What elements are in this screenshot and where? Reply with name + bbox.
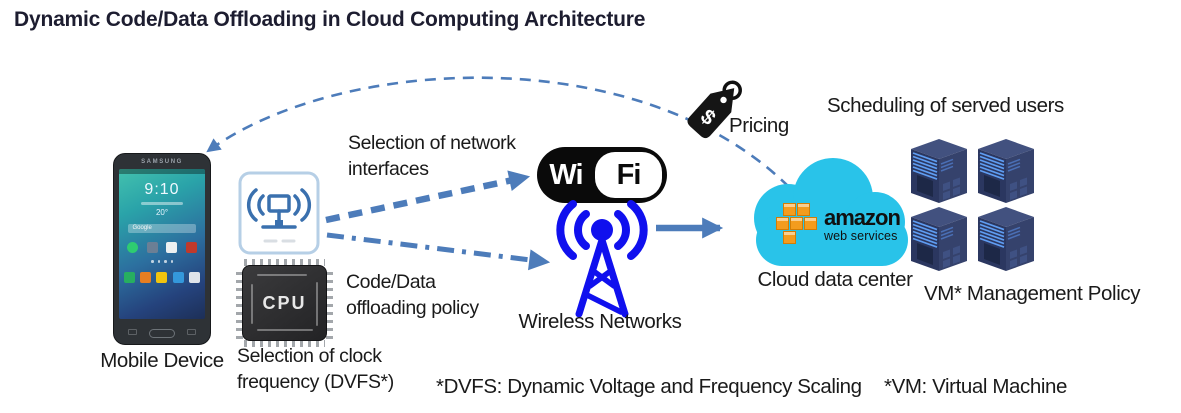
cpu-pins [236,267,243,339]
scheduling-label: Scheduling of served users [827,94,1064,117]
cloud-data-center-label: Cloud data center [757,268,913,291]
server-tower-icon [911,207,967,271]
aws-name: amazon [824,205,901,231]
cpu-text: CPU [262,292,307,313]
cpu-pins [244,340,325,347]
phone-clock: 9:10 [144,181,180,198]
aws-subtitle: web services [824,229,898,244]
phone-date-bar [141,202,183,205]
server-tower-icon [911,139,967,203]
page-title: Dynamic Code/Data Offloading in Cloud Co… [14,8,646,31]
phone-app-icon [166,242,178,253]
phone-statusbar [119,169,205,174]
pricing-label: Pricing [729,114,789,137]
clock-frequency-label: Selection of clock frequency (DVFS*) [237,345,394,393]
antenna-icon [556,200,648,318]
phone-app-icon [172,271,184,283]
mobile-device-label: Mobile Device [100,349,224,372]
price-tag-icon: $ [687,80,742,139]
mobile-device: SAMSUNG 9:10 20° Google [113,153,211,345]
cpu-pins [326,267,333,339]
wifi-fi-box: Fi [595,152,662,198]
aws-logo: amazon web services [772,203,901,247]
phone-dock-row [119,271,205,283]
network-interface-icon [238,171,320,255]
phone-back-key [187,329,196,335]
vm-footnote: *VM: Virtual Machine [884,375,1068,398]
cpu-pins [244,259,325,266]
phone-page-dots [119,260,205,263]
wifi-fi-text: Fi [616,158,642,191]
phone-app-icon [156,271,168,283]
network-interfaces-label: Selection of network interfaces [348,132,516,180]
offloading-policy-label: Code/Data offloading policy [346,271,479,319]
server-grid [911,139,1034,271]
phone-menu-key [128,329,137,335]
server-tower-icon [978,207,1034,271]
phone-app-icon [127,242,139,253]
feedback-curve-arrow [206,76,790,188]
phone-app-icon [146,242,158,253]
phone-brand: SAMSUNG [141,159,183,165]
wireless-networks-label: Wireless Networks [518,310,682,333]
phone-home-button [149,329,175,338]
phone-search-bar: Google [128,224,196,233]
wifi-select-arrow [325,170,531,224]
phone-screen: 9:10 20° Google [119,169,205,319]
phone-app-icon [124,271,136,283]
offload-dashdot-arrow [326,232,551,271]
cpu-chip: CPU [236,259,333,347]
phone-weather: 20° [155,208,169,217]
wifi-logo: Wi Fi [537,147,667,203]
phone-app-icon [140,271,152,283]
dvfs-footnote: *DVFS: Dynamic Voltage and Frequency Sca… [436,375,862,398]
wifi-wi-text: Wi [549,158,583,191]
cpu-die: CPU [242,265,327,341]
phone-app-icon [188,271,200,283]
vm-policy-label: VM* Management Policy [924,282,1141,305]
phone-app-icon [185,242,197,253]
server-tower-icon [978,139,1034,203]
phone-app-row [119,242,205,253]
aws-cubes-icon [772,203,819,247]
